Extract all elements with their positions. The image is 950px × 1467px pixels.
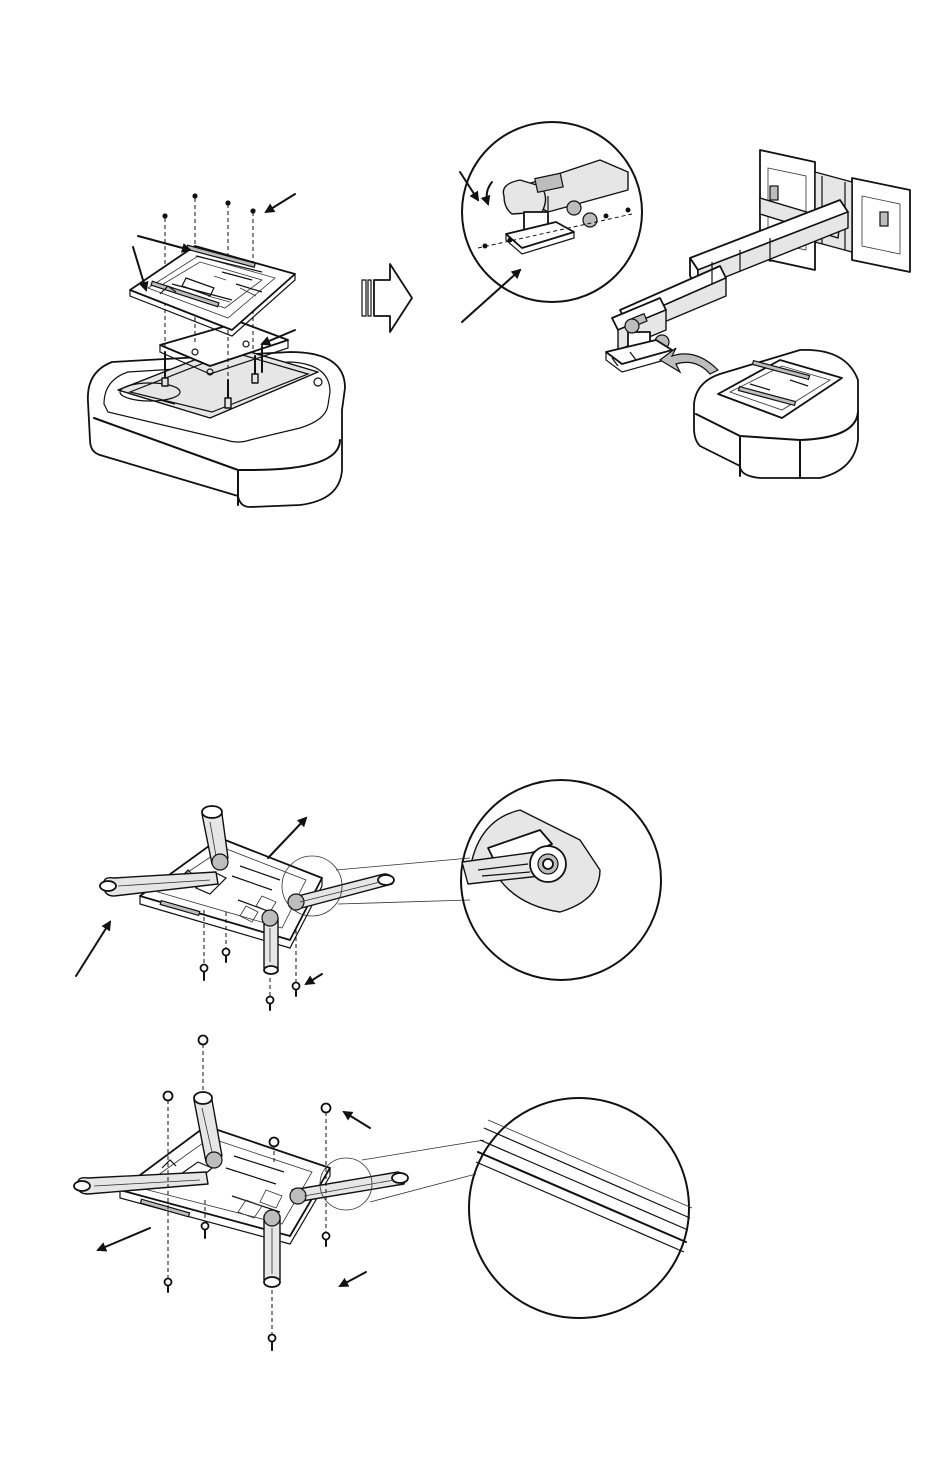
figure-projector-plate xyxy=(88,193,345,507)
bracket-screws-4 xyxy=(165,1223,330,1351)
figure-spider-bracket-bottom xyxy=(74,1036,692,1351)
universal-mounting-plate xyxy=(130,245,295,336)
bracket-plate-3 xyxy=(140,838,322,948)
figure-wall-arm xyxy=(460,122,910,478)
step-arrow-icon xyxy=(362,264,412,332)
detail-magnifier-circle xyxy=(460,122,642,302)
projector-small xyxy=(694,350,858,478)
zoom-callout-3 xyxy=(282,780,661,980)
telescoping-arm xyxy=(612,198,848,350)
plate-screws xyxy=(162,193,255,218)
attach-direction-arrow xyxy=(660,348,718,374)
projector-body xyxy=(88,346,345,507)
figure-spider-bracket-top xyxy=(76,780,661,1010)
zoom-callout-4 xyxy=(320,1098,692,1318)
